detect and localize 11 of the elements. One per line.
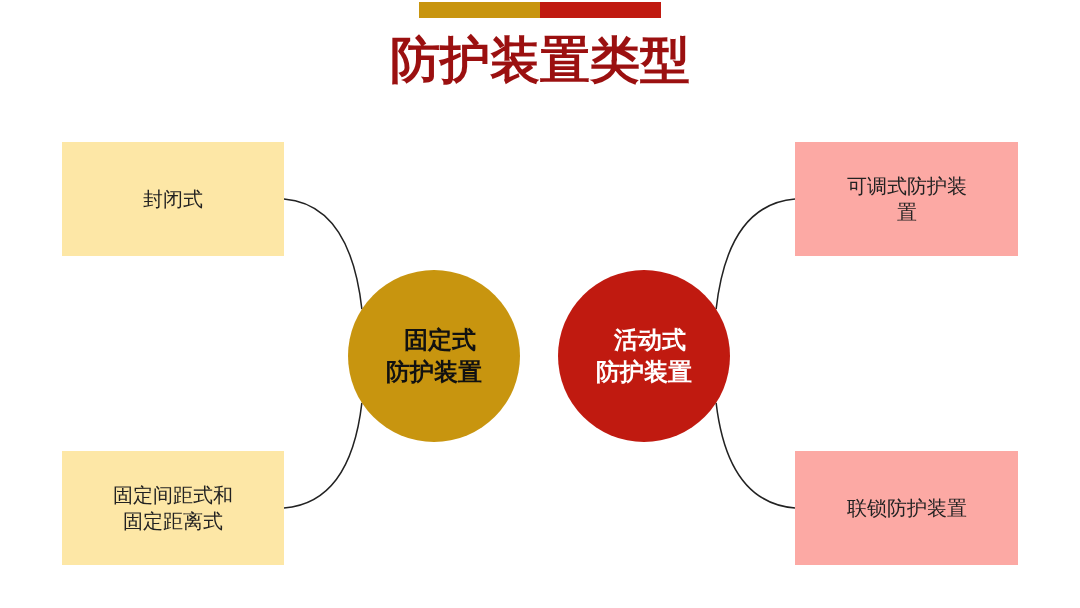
connector-curve [715,402,796,509]
category-box: 封闭式 [62,142,284,256]
category-box: 可调式防护装置 [795,142,1018,256]
connector-curve [283,198,363,310]
category-box: 联锁防护装置 [795,451,1018,565]
title: 防护装置类型 [389,30,691,91]
category-circle: 固定式防护装置 [348,270,520,442]
connector-curve [283,402,363,509]
connector-curve [715,198,796,310]
category-circle: 活动式防护装置 [558,270,730,442]
category-box: 固定间距式和固定距离式 [62,451,284,565]
